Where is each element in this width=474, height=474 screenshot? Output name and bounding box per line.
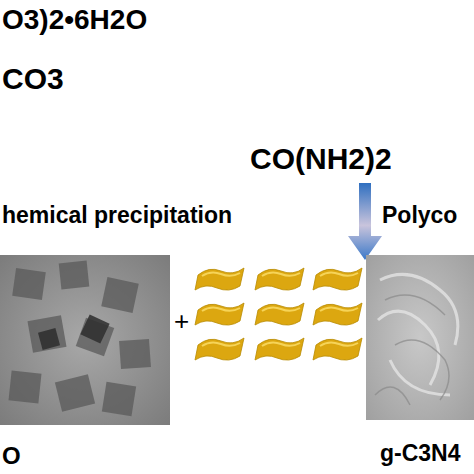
text-label: O bbox=[2, 444, 21, 468]
nanosheet-icons bbox=[195, 268, 362, 360]
text-label: hemical precipitation bbox=[2, 204, 232, 227]
text-label: O3)2•6H2O bbox=[2, 6, 147, 34]
process-arrow bbox=[348, 183, 382, 260]
tem-image bbox=[366, 255, 474, 420]
text-label: g-C3N4 bbox=[380, 442, 461, 465]
text-label: CO(NH2)2 bbox=[250, 144, 392, 174]
text-label: + bbox=[174, 308, 189, 334]
text-label: Polyco bbox=[382, 204, 457, 227]
tem-image bbox=[0, 255, 170, 425]
text-label: CO3 bbox=[2, 64, 64, 94]
